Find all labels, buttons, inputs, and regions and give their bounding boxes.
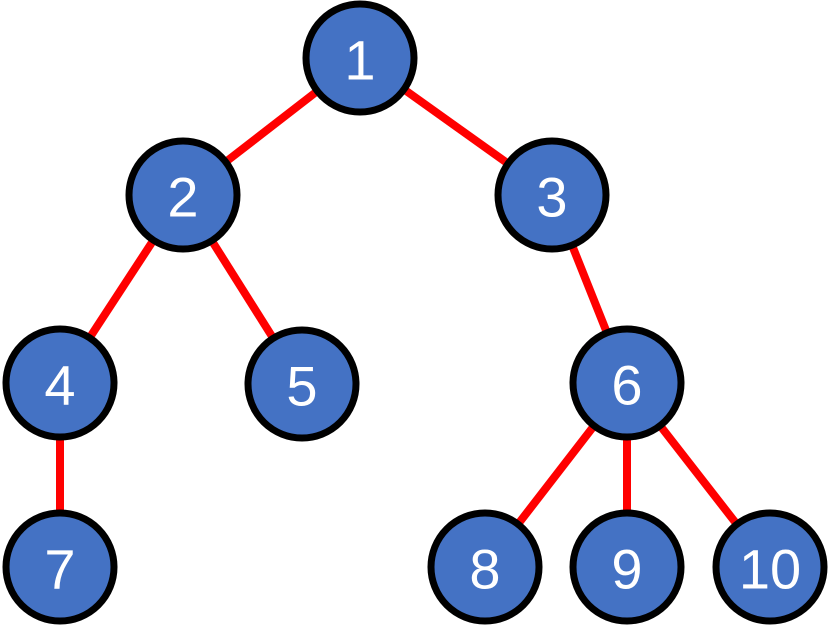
node-circle-4[interactable] xyxy=(2,325,118,441)
edge-layer xyxy=(56,86,740,527)
graph-node-5[interactable]: 5 xyxy=(244,326,360,442)
node-label-8: 8 xyxy=(469,538,500,601)
node-layer: 1 2 3 4 5 6 7 8 9 10 xyxy=(2,0,828,625)
node-circle-6[interactable] xyxy=(569,325,685,441)
node-label-1: 1 xyxy=(344,29,375,92)
graph-edge-1-2[interactable] xyxy=(223,88,320,165)
graph-edge-6-8[interactable] xyxy=(515,423,597,527)
node-label-9: 9 xyxy=(611,538,642,601)
graph-node-7[interactable]: 7 xyxy=(2,509,118,625)
graph-node-8[interactable]: 8 xyxy=(427,509,543,625)
graph-edge-2-5[interactable] xyxy=(208,238,277,341)
graph-edge-6-10[interactable] xyxy=(657,423,740,527)
graph-edge-1-3[interactable] xyxy=(402,86,510,167)
node-circle-3[interactable] xyxy=(494,137,610,253)
graph-node-6[interactable]: 6 xyxy=(569,325,685,441)
graph-node-3[interactable]: 3 xyxy=(494,137,610,253)
node-label-3: 3 xyxy=(536,166,567,229)
graph-edge-3-6[interactable] xyxy=(568,244,611,334)
graph-node-4[interactable]: 4 xyxy=(2,325,118,441)
node-circle-2[interactable] xyxy=(125,137,241,253)
node-circle-10[interactable] xyxy=(712,509,828,625)
node-label-2: 2 xyxy=(167,166,198,229)
node-circle-5[interactable] xyxy=(244,326,360,442)
graph-node-10[interactable]: 10 xyxy=(712,509,828,625)
graph-node-1[interactable]: 1 xyxy=(302,0,418,116)
node-label-4: 4 xyxy=(44,354,75,417)
node-label-7: 7 xyxy=(44,538,75,601)
graph-node-2[interactable]: 2 xyxy=(125,137,241,253)
node-circle-7[interactable] xyxy=(2,509,118,625)
node-circle-8[interactable] xyxy=(427,509,543,625)
node-circle-1[interactable] xyxy=(302,0,418,116)
node-label-5: 5 xyxy=(286,355,317,418)
graph-node-9[interactable]: 9 xyxy=(569,509,685,625)
node-circle-9[interactable] xyxy=(569,509,685,625)
graph-edge-2-4[interactable] xyxy=(86,238,157,340)
node-label-10: 10 xyxy=(739,538,801,601)
node-label-6: 6 xyxy=(611,354,642,417)
